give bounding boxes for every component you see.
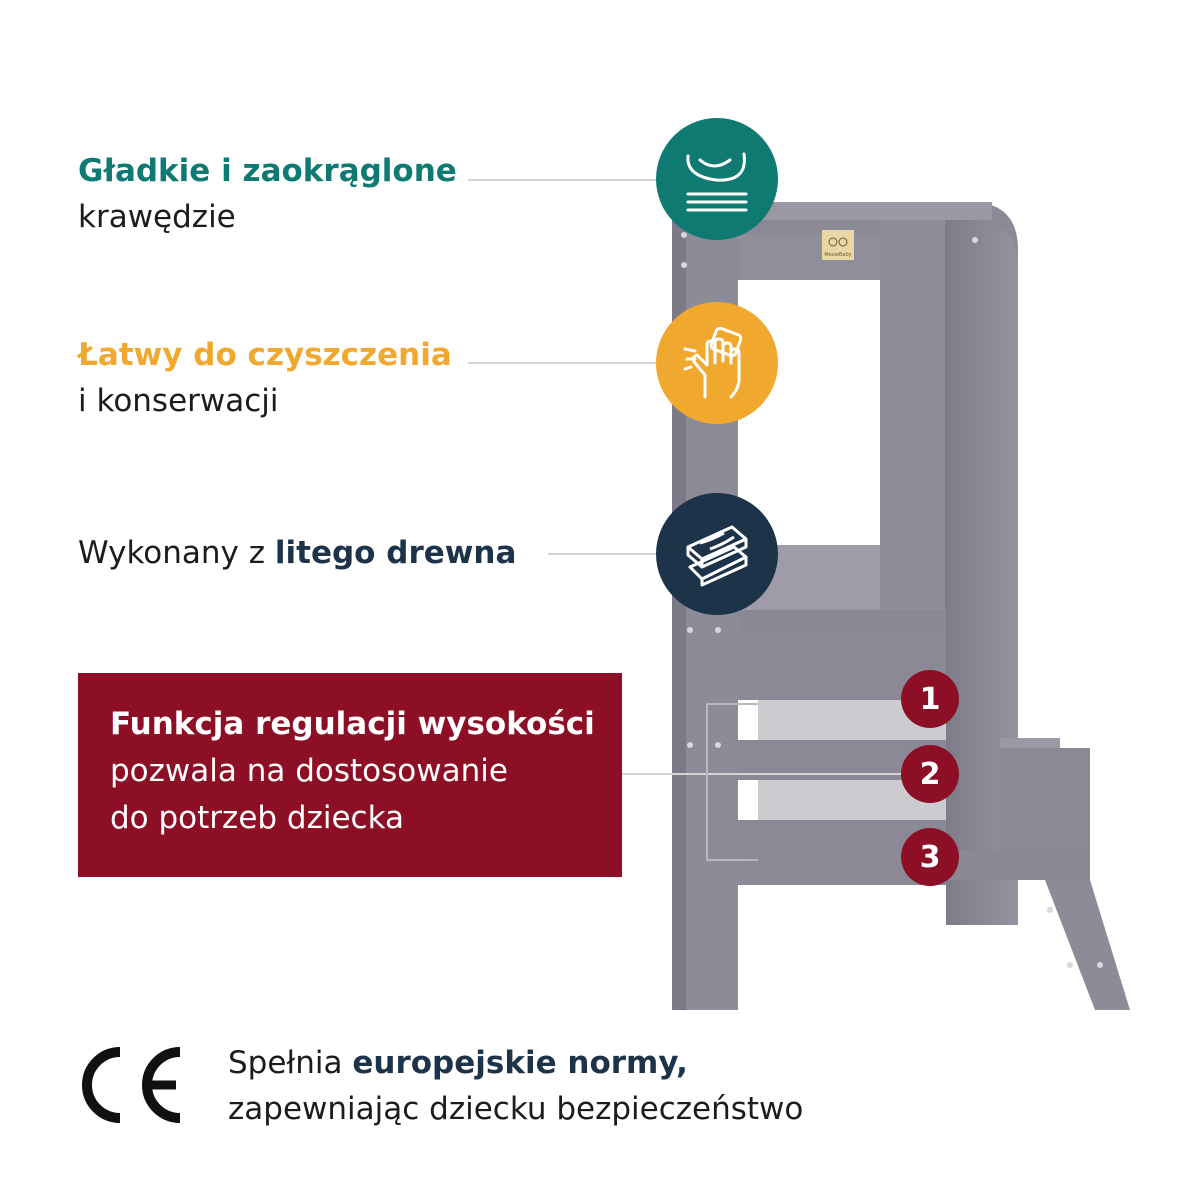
- level-badge-2: 2: [901, 745, 959, 803]
- connector-line-3: [548, 553, 658, 555]
- feature-smooth-edges: Gładkie i zaokrąglone krawędzie: [78, 148, 457, 240]
- brand-tag: MeowBaby: [824, 252, 851, 258]
- level-badge-1: 1: [901, 670, 959, 728]
- feature-3-prefix: Wykonany z: [78, 535, 275, 571]
- feature-2-highlight: Łatwy do czyszczenia: [78, 337, 452, 373]
- cleaning-hand-icon: [656, 302, 778, 424]
- connector-line-1: [468, 179, 658, 181]
- connector-line-4: [622, 773, 902, 775]
- feature-3-highlight: litego drewna: [274, 535, 517, 571]
- connector-line-2: [468, 362, 658, 364]
- ce-mark-icon: [82, 1047, 181, 1123]
- height-box-line1: pozwala na dostosowanie: [110, 753, 508, 789]
- certification-line2: zapewniając dziecku bezpieczeństwo: [228, 1091, 804, 1127]
- certification-highlight: europejskie normy,: [352, 1045, 688, 1081]
- feature-1-text: krawędzie: [78, 199, 236, 235]
- level-badge-3: 3: [901, 828, 959, 886]
- wood-planks-icon: [656, 493, 778, 615]
- certification-text: Spełnia europejskie normy, zapewniając d…: [228, 1040, 803, 1132]
- height-box-line2: do potrzeb dziecka: [110, 800, 405, 836]
- smooth-edge-icon: [656, 118, 778, 240]
- feature-easy-clean: Łatwy do czyszczenia i konserwacji: [78, 332, 452, 424]
- feature-2-text: i konserwacji: [78, 383, 279, 419]
- height-adjustment-box: Funkcja regulacji wysokości pozwala na d…: [78, 673, 622, 877]
- feature-1-highlight: Gładkie i zaokrąglone: [78, 153, 457, 189]
- feature-solid-wood: Wykonany z litego drewna: [78, 530, 516, 576]
- certification-prefix: Spełnia: [228, 1045, 353, 1081]
- height-box-title: Funkcja regulacji wysokości: [110, 706, 595, 742]
- level-bracket: [706, 703, 758, 861]
